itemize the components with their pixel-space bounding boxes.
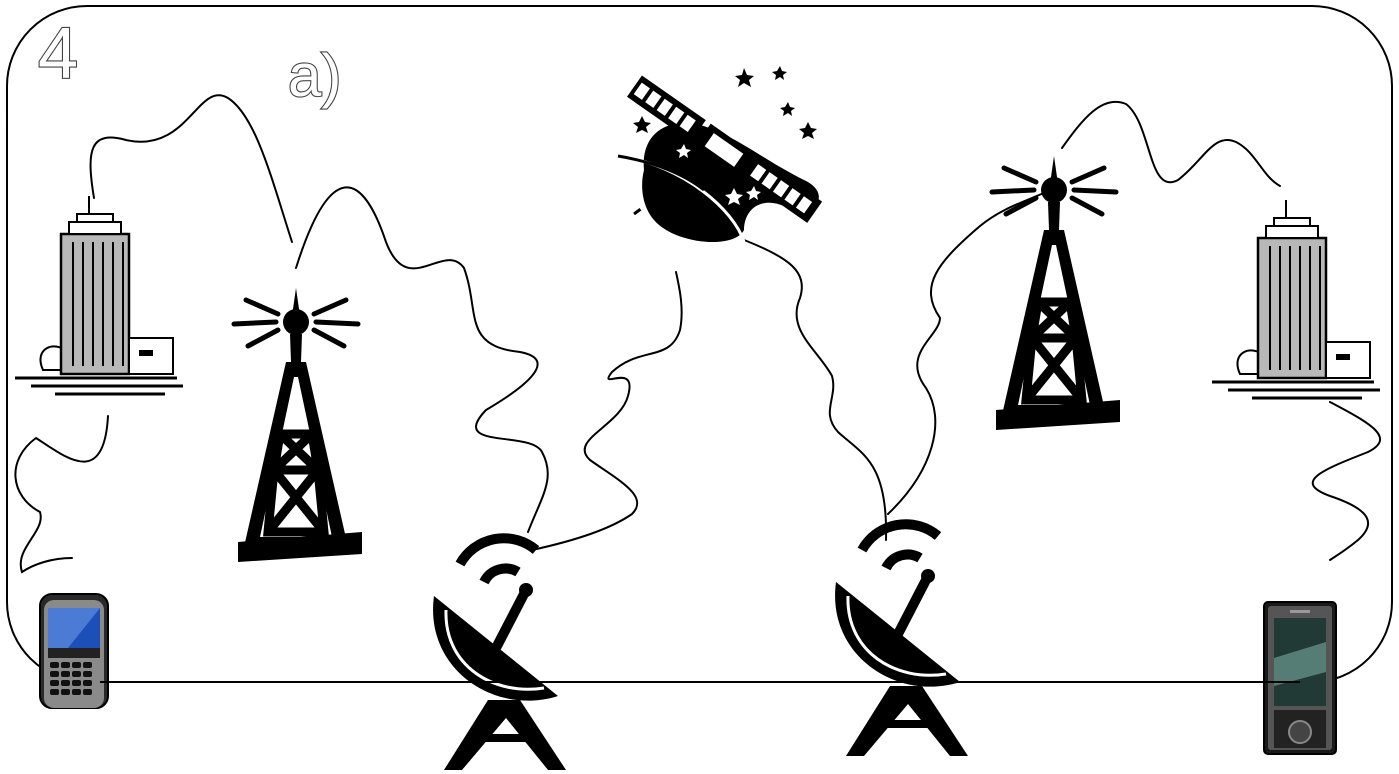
smartphone-touch-icon <box>1264 602 1336 754</box>
radio-tower-right-icon <box>992 156 1120 430</box>
wave-dish-to-satellite <box>532 272 682 550</box>
panel-label: a) <box>288 42 341 109</box>
wave-building-left-to-tower <box>91 95 292 242</box>
wave-satellite-to-dish <box>744 240 886 540</box>
panel-number: 4 <box>38 14 78 94</box>
satellite-icon <box>618 66 822 242</box>
satellite-dish-left-icon <box>433 538 566 770</box>
office-building-right-icon <box>1212 200 1380 398</box>
wave-building-right-to-phone <box>1313 402 1380 560</box>
wave-building-left-to-phone <box>15 416 108 572</box>
wave-tower-left-to-dish <box>296 187 548 532</box>
office-building-left-icon <box>15 196 183 394</box>
smartphone-keyboard-icon <box>40 594 108 708</box>
radio-tower-left-icon <box>234 288 362 562</box>
panel-frame <box>7 6 1392 682</box>
satellite-dish-right-icon <box>835 524 968 756</box>
